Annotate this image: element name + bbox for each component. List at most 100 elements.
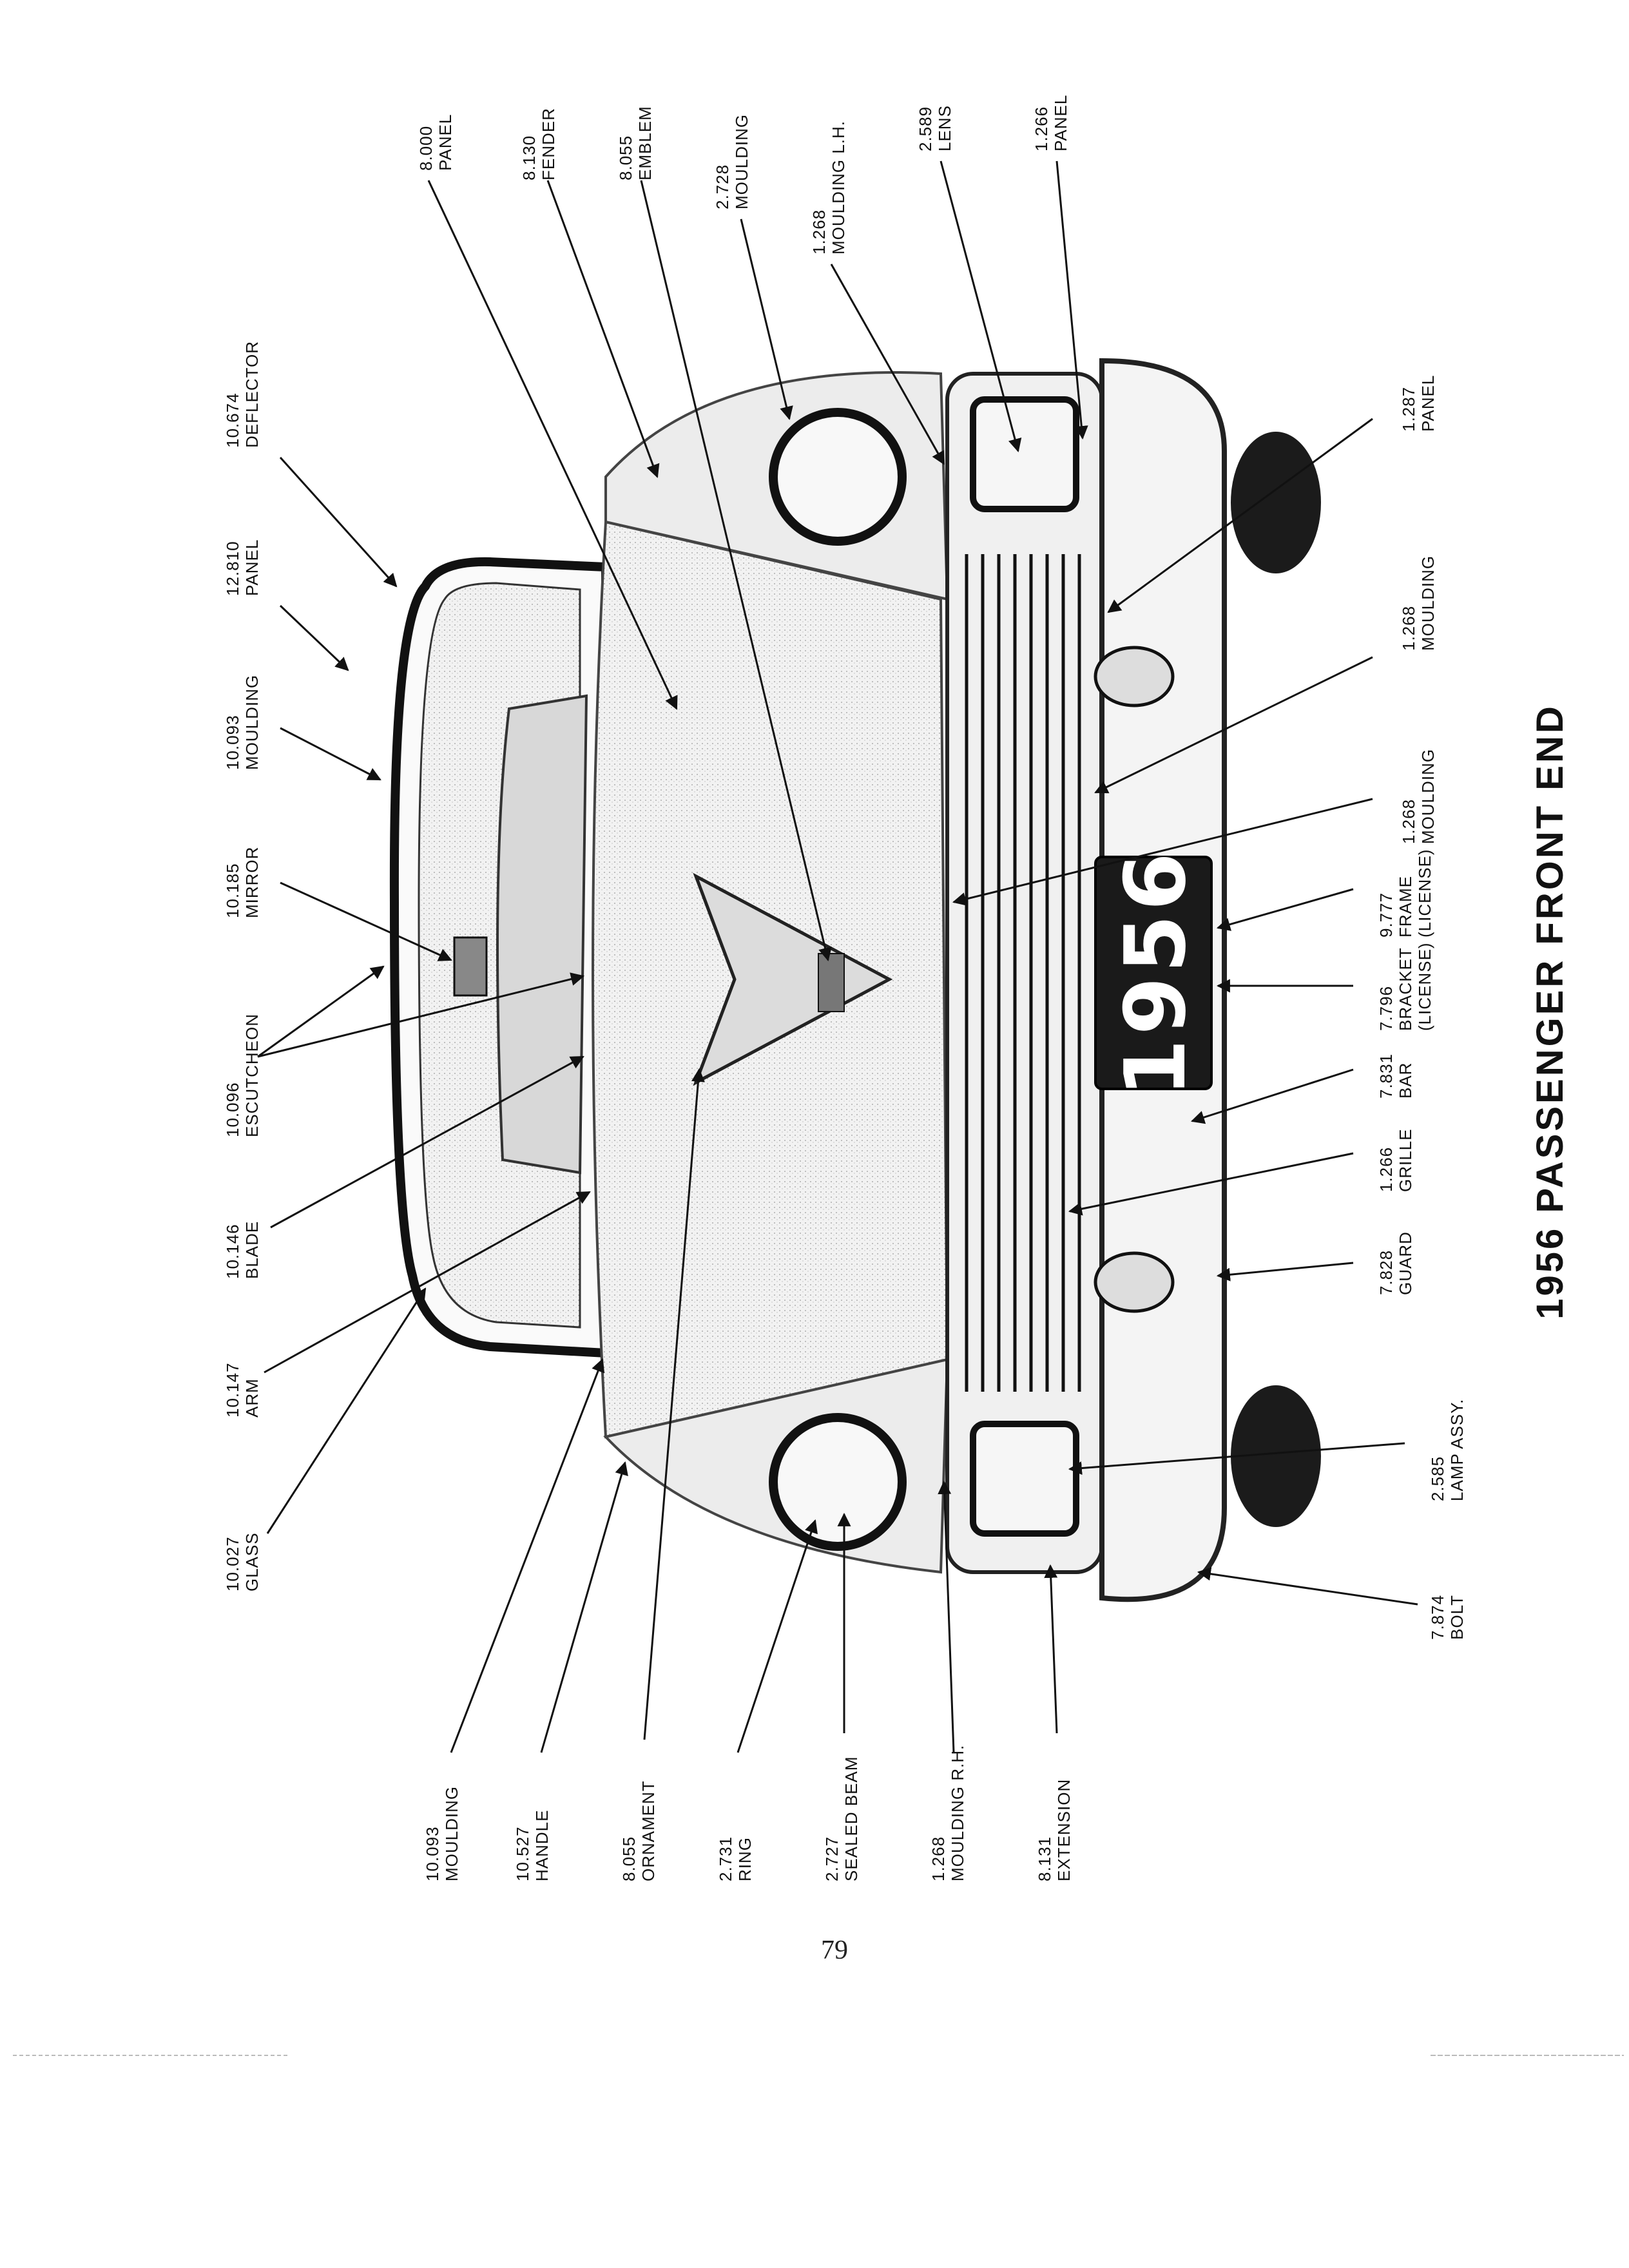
callout-panel-8000: 8.000 PANEL [416, 114, 455, 171]
callout-name: PANEL [242, 539, 262, 596]
right-bumper-guard [1094, 1251, 1175, 1313]
callout-sub: (LICENSE) [1415, 942, 1434, 1031]
leader-moulding-lh [830, 264, 945, 465]
leader-moulding-10093-top [280, 727, 381, 781]
dashboard [496, 694, 588, 1175]
callout-number: 7.828 [1376, 1250, 1396, 1295]
leader-moulding-2728 [740, 218, 793, 421]
callout-name: EXTENSION [1054, 1779, 1074, 1881]
callout-number: 1.287 [1399, 387, 1418, 432]
left-bumper-guard [1094, 646, 1175, 707]
callout-frame-license: 9.777 FRAME (LICENSE) [1376, 849, 1434, 937]
callout-name: BRACKET [1396, 947, 1415, 1031]
leader-glass [266, 1287, 427, 1534]
page-number: 79 [821, 1936, 848, 1965]
callout-name: GLASS [242, 1532, 262, 1591]
callout-name: MOULDING [732, 114, 751, 209]
leader-lines [257, 160, 1418, 1753]
callout-fender: 8.130 FENDER [519, 108, 558, 180]
callout-number: 7.874 [1428, 1595, 1447, 1640]
callout-name: MOULDING [442, 1786, 461, 1881]
callout-name: ORNAMENT [639, 1780, 658, 1881]
callout-bolt: 7.874 BOLT [1428, 1595, 1467, 1640]
right-headlight [769, 1413, 907, 1551]
license-plate-text: 1956 [1106, 849, 1204, 1097]
callout-number: 10.027 [223, 1536, 242, 1591]
leader-handle [540, 1461, 628, 1753]
leader-ornament [643, 1068, 705, 1740]
callout-name: LAMP ASSY. [1447, 1399, 1467, 1501]
callout-ornament: 8.055 ORNAMENT [619, 1780, 658, 1881]
callout-number: 1.268 [1399, 799, 1418, 844]
callout-name: PANEL [436, 114, 455, 171]
callout-name: GRILLE [1396, 1129, 1415, 1193]
callout-deflector: 10.674 DEFLECTOR [223, 341, 262, 448]
leader-frame-license [1216, 888, 1354, 931]
callout-number: 2.589 [916, 106, 935, 151]
callout-name: FENDER [539, 108, 558, 180]
callout-ring: 2.731 RING [716, 1836, 755, 1881]
callout-number: 10.147 [223, 1362, 242, 1418]
callout-number: 8.131 [1035, 1836, 1054, 1881]
leader-arm [264, 1191, 591, 1374]
left-parking-lamp [970, 396, 1079, 512]
callout-number: 12.810 [223, 541, 242, 596]
leader-fender [546, 180, 660, 478]
callout-name: MOULDING [242, 675, 262, 770]
callout-name: BAR [1396, 1062, 1415, 1099]
callout-number: 10.096 [223, 1082, 242, 1137]
left-headlight [769, 408, 907, 546]
callout-moulding-rh: 1.268 MOULDING R.H. [929, 1745, 967, 1881]
callout-name: EMBLEM [635, 106, 655, 180]
callout-number: 7.796 [1376, 986, 1396, 1031]
callout-handle: 10.527 HANDLE [513, 1810, 552, 1881]
callout-number: 8.130 [519, 135, 539, 180]
callout-number: 1.266 [1032, 106, 1051, 151]
leader-panel-1287 [1107, 418, 1373, 613]
leader-extension [1044, 1564, 1058, 1734]
car-front-illustration: 1956 [389, 358, 1321, 1602]
callout-bar: 7.831 BAR [1376, 1053, 1415, 1099]
leader-lamp-assy [1068, 1442, 1405, 1475]
grille-bars [965, 554, 1081, 1392]
leader-moulding-1268-b [952, 798, 1373, 906]
callout-sealed-beam: 2.727 SEALED BEAM [822, 1756, 861, 1881]
callout-number: 1.268 [1399, 606, 1418, 651]
callout-number: 1.266 [1376, 1147, 1396, 1192]
callout-grille: 1.266 GRILLE [1376, 1129, 1415, 1193]
callout-panel-1287: 1.287 PANEL [1399, 375, 1438, 432]
emblem-badge [818, 953, 845, 1012]
callout-lamp-assy: 2.585 LAMP ASSY. [1428, 1399, 1467, 1501]
callout-lens: 2.589 LENS [916, 105, 954, 151]
leader-panel-8000 [427, 180, 678, 710]
callout-name: PANEL [1051, 95, 1070, 151]
callout-number: 2.728 [713, 164, 732, 209]
callout-guard: 7.828 GUARD [1376, 1231, 1415, 1295]
leader-bolt [1197, 1567, 1418, 1606]
callout-number: 10.093 [223, 715, 242, 770]
callout-number: 10.146 [223, 1224, 242, 1279]
callout-name: HANDLE [532, 1810, 552, 1881]
callout-number: 10.185 [223, 863, 242, 918]
leader-guard [1216, 1262, 1354, 1282]
callout-number: 10.093 [423, 1826, 442, 1881]
callout-extension: 8.131 EXTENSION [1035, 1779, 1074, 1881]
callout-name: MOULDING [1418, 749, 1438, 844]
callout-name: ARM [242, 1378, 262, 1418]
callout-name: DEFLECTOR [242, 341, 262, 448]
callout-sub: (LICENSE) [1415, 849, 1434, 937]
callout-name: ESCUTCHEON [242, 1014, 262, 1137]
page-title: 1956 PASSENGER FRONT END [1529, 704, 1571, 1319]
callout-number: 10.674 [223, 392, 242, 448]
mirror-shape [453, 936, 488, 997]
callout-panel-1266: 1.266 PANEL [1032, 95, 1070, 151]
callout-moulding-10093-top: 10.093 MOULDING [223, 675, 262, 770]
leader-escutcheon-a [257, 965, 385, 1058]
callout-number: 10.527 [513, 1826, 532, 1881]
callout-name: GUARD [1396, 1231, 1415, 1295]
left-tire [1231, 432, 1321, 573]
leader-moulding-1268-a [1094, 656, 1373, 794]
callout-number: 8.055 [616, 135, 635, 180]
callout-number: 7.831 [1376, 1053, 1396, 1099]
